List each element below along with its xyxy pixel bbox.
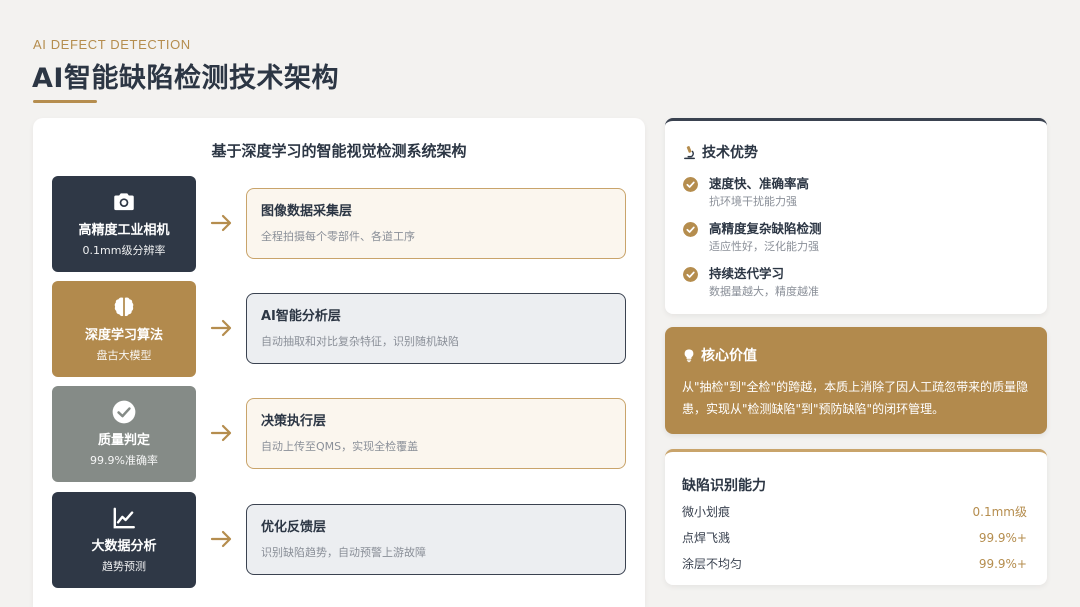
capability-title: 缺陷识别能力 xyxy=(682,478,766,494)
layer-description: 识别缺陷趋势，自动预警上游故障 xyxy=(261,546,426,559)
check-icon xyxy=(683,177,698,192)
layer-description: 自动上传至QMS，实现全检覆盖 xyxy=(261,440,419,453)
core-value-body: 从"抽检"到"全检"的跨越，本质上消除了因人工疏忽带来的质量隐患，实现从"检测缺… xyxy=(682,380,1029,416)
architecture-row-3: 质量判定 99.9%准确率 决策执行层 自动上传至QMS，实现全检覆盖 xyxy=(52,386,627,482)
capability-row: 微小划痕 0.1mm级 xyxy=(682,502,1027,522)
arrow-right-icon xyxy=(210,424,232,442)
capability-label: 点焊飞溅 xyxy=(682,531,731,545)
advantage-desc: 适应性好，泛化能力强 xyxy=(709,240,819,253)
advantage-item: 持续迭代学习 数据量越大，精度越准 xyxy=(683,265,819,300)
module-title: 大数据分析 xyxy=(91,539,157,554)
capability-value: 99.9%+ xyxy=(978,557,1027,571)
layer-title: AI智能分析层 xyxy=(261,309,341,324)
microscope-icon xyxy=(684,145,695,159)
advantage-title: 速度快、准确率高 xyxy=(709,176,810,191)
module-camera: 高精度工业相机 0.1mm级分辨率 xyxy=(52,176,196,272)
layer-title: 决策执行层 xyxy=(261,414,327,429)
layer-title: 优化反馈层 xyxy=(261,520,327,535)
architecture-title: 基于深度学习的智能视觉检测系统架构 xyxy=(211,142,467,160)
architecture-row-4: 大数据分析 趋势预测 优化反馈层 识别缺陷趋势，自动预警上游故障 xyxy=(52,492,627,588)
layer-optimization-feedback: 优化反馈层 识别缺陷趋势，自动预警上游故障 xyxy=(246,504,626,575)
module-deep-learning: 深度学习算法 盘古大模型 xyxy=(52,281,196,377)
layer-description: 自动抽取和对比复杂特征，识别随机缺陷 xyxy=(261,335,459,348)
advantage-item: 高精度复杂缺陷检测 适应性好，泛化能力强 xyxy=(683,220,822,255)
arrow-right-icon xyxy=(210,530,232,548)
arrow-right-icon xyxy=(210,214,232,232)
capability-value: 99.9%+ xyxy=(978,531,1027,545)
module-big-data: 大数据分析 趋势预测 xyxy=(52,492,196,588)
advantages-card: 技术优势 速度快、准确率高 抗环境干扰能力强 高精度复杂缺陷检测 适应性好，泛化… xyxy=(665,118,1047,314)
advantage-desc: 数据量越大，精度越准 xyxy=(709,285,819,298)
check-icon xyxy=(683,222,698,237)
page-title: AI智能缺陷检测技术架构 xyxy=(32,63,339,94)
camera-icon xyxy=(114,193,134,211)
arrow-right-icon xyxy=(210,319,232,337)
check-circle-icon xyxy=(112,400,136,424)
lightbulb-icon xyxy=(684,348,694,362)
module-subtitle: 趋势预测 xyxy=(102,560,146,573)
layer-image-acquisition: 图像数据采集层 全程拍摄每个零部件、各道工序 xyxy=(246,188,626,259)
layer-ai-analysis: AI智能分析层 自动抽取和对比复杂特征，识别随机缺陷 xyxy=(246,293,626,364)
module-subtitle: 0.1mm级分辨率 xyxy=(82,244,166,257)
line-chart-icon xyxy=(113,507,135,529)
title-underline xyxy=(33,100,97,103)
capability-card: 缺陷识别能力 微小划痕 0.1mm级 点焊飞溅 99.9%+ 涂层不均匀 99.… xyxy=(665,449,1047,585)
brain-icon xyxy=(114,297,134,317)
capability-label: 涂层不均匀 xyxy=(682,557,743,571)
advantages-header: 技术优势 xyxy=(682,142,758,162)
advantage-title: 高精度复杂缺陷检测 xyxy=(709,221,822,236)
module-title: 质量判定 xyxy=(97,433,150,448)
module-subtitle: 盘古大模型 xyxy=(96,349,152,362)
eyebrow-label: AI DEFECT DETECTION xyxy=(33,37,191,52)
core-value-title: 核心价值 xyxy=(701,348,757,364)
advantage-desc: 抗环境干扰能力强 xyxy=(709,195,797,208)
layer-description: 全程拍摄每个零部件、各道工序 xyxy=(261,230,415,243)
advantages-title: 技术优势 xyxy=(702,145,758,161)
advantage-title: 持续迭代学习 xyxy=(709,266,785,281)
capability-row: 涂层不均匀 99.9%+ xyxy=(682,554,1027,574)
module-title: 深度学习算法 xyxy=(84,328,163,343)
module-title: 高精度工业相机 xyxy=(78,223,170,238)
layer-title: 图像数据采集层 xyxy=(261,204,353,219)
advantage-item: 速度快、准确率高 抗环境干扰能力强 xyxy=(683,175,809,210)
capability-value: 0.1mm级 xyxy=(972,505,1027,519)
core-value-header: 核心价值 xyxy=(682,345,757,365)
capability-row: 点焊飞溅 99.9%+ xyxy=(682,528,1027,548)
module-quality-judgement: 质量判定 99.9%准确率 xyxy=(52,386,196,482)
layer-decision-execution: 决策执行层 自动上传至QMS，实现全检覆盖 xyxy=(246,398,626,469)
architecture-panel: 基于深度学习的智能视觉检测系统架构 高精度工业相机 0.1mm级分辨率 图像数据… xyxy=(33,118,645,607)
architecture-row-1: 高精度工业相机 0.1mm级分辨率 图像数据采集层 全程拍摄每个零部件、各道工序 xyxy=(52,176,627,272)
core-value-card: 核心价值 从"抽检"到"全检"的跨越，本质上消除了因人工疏忽带来的质量隐患，实现… xyxy=(665,327,1047,434)
architecture-row-2: 深度学习算法 盘古大模型 AI智能分析层 自动抽取和对比复杂特征，识别随机缺陷 xyxy=(52,281,627,377)
module-subtitle: 99.9%准确率 xyxy=(90,454,158,467)
check-icon xyxy=(683,267,698,282)
capability-label: 微小划痕 xyxy=(682,505,731,519)
